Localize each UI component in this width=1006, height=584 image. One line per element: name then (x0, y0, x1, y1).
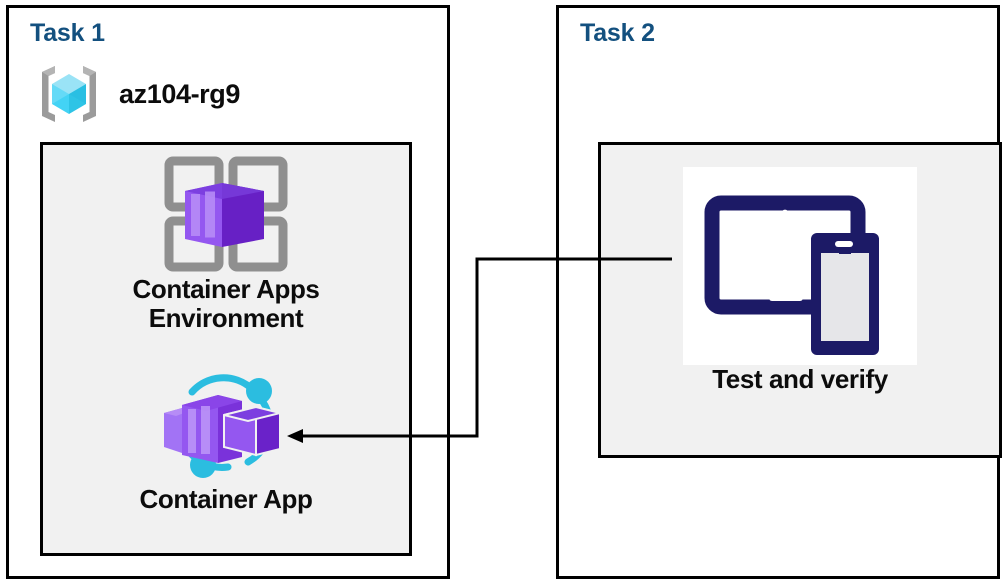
container-apps-environment-label: Container Apps Environment (43, 275, 409, 332)
task-2-panel: Test and verify (598, 142, 1002, 458)
task-1-title: Task 1 (30, 19, 105, 47)
test-and-verify-icon-tile (601, 167, 999, 365)
resource-group-name: az104-rg9 (119, 78, 240, 109)
test-and-verify-label: Test and verify (712, 364, 888, 394)
resource-group-icon (33, 58, 105, 130)
container-app-icon (43, 367, 409, 485)
cae-label-line-2: Environment (148, 302, 304, 333)
container-app-label: Container App (139, 484, 313, 514)
container-app-dot-top (246, 378, 272, 404)
cae-label-line-1: Container Apps (132, 274, 320, 304)
task-2-title: Task 2 (580, 19, 655, 47)
resource-container-apps-environment: Container Apps Environment (43, 153, 409, 332)
task-1-panel: Container Apps Environment (40, 142, 412, 556)
container-apps-environment-icon (43, 153, 409, 275)
resource-container-app: Container App (43, 367, 409, 514)
resource-group-row: az104-rg9 (33, 58, 240, 130)
devices-tablet-phone-icon (683, 167, 917, 365)
resource-test-and-verify: Test and verify (601, 167, 999, 394)
